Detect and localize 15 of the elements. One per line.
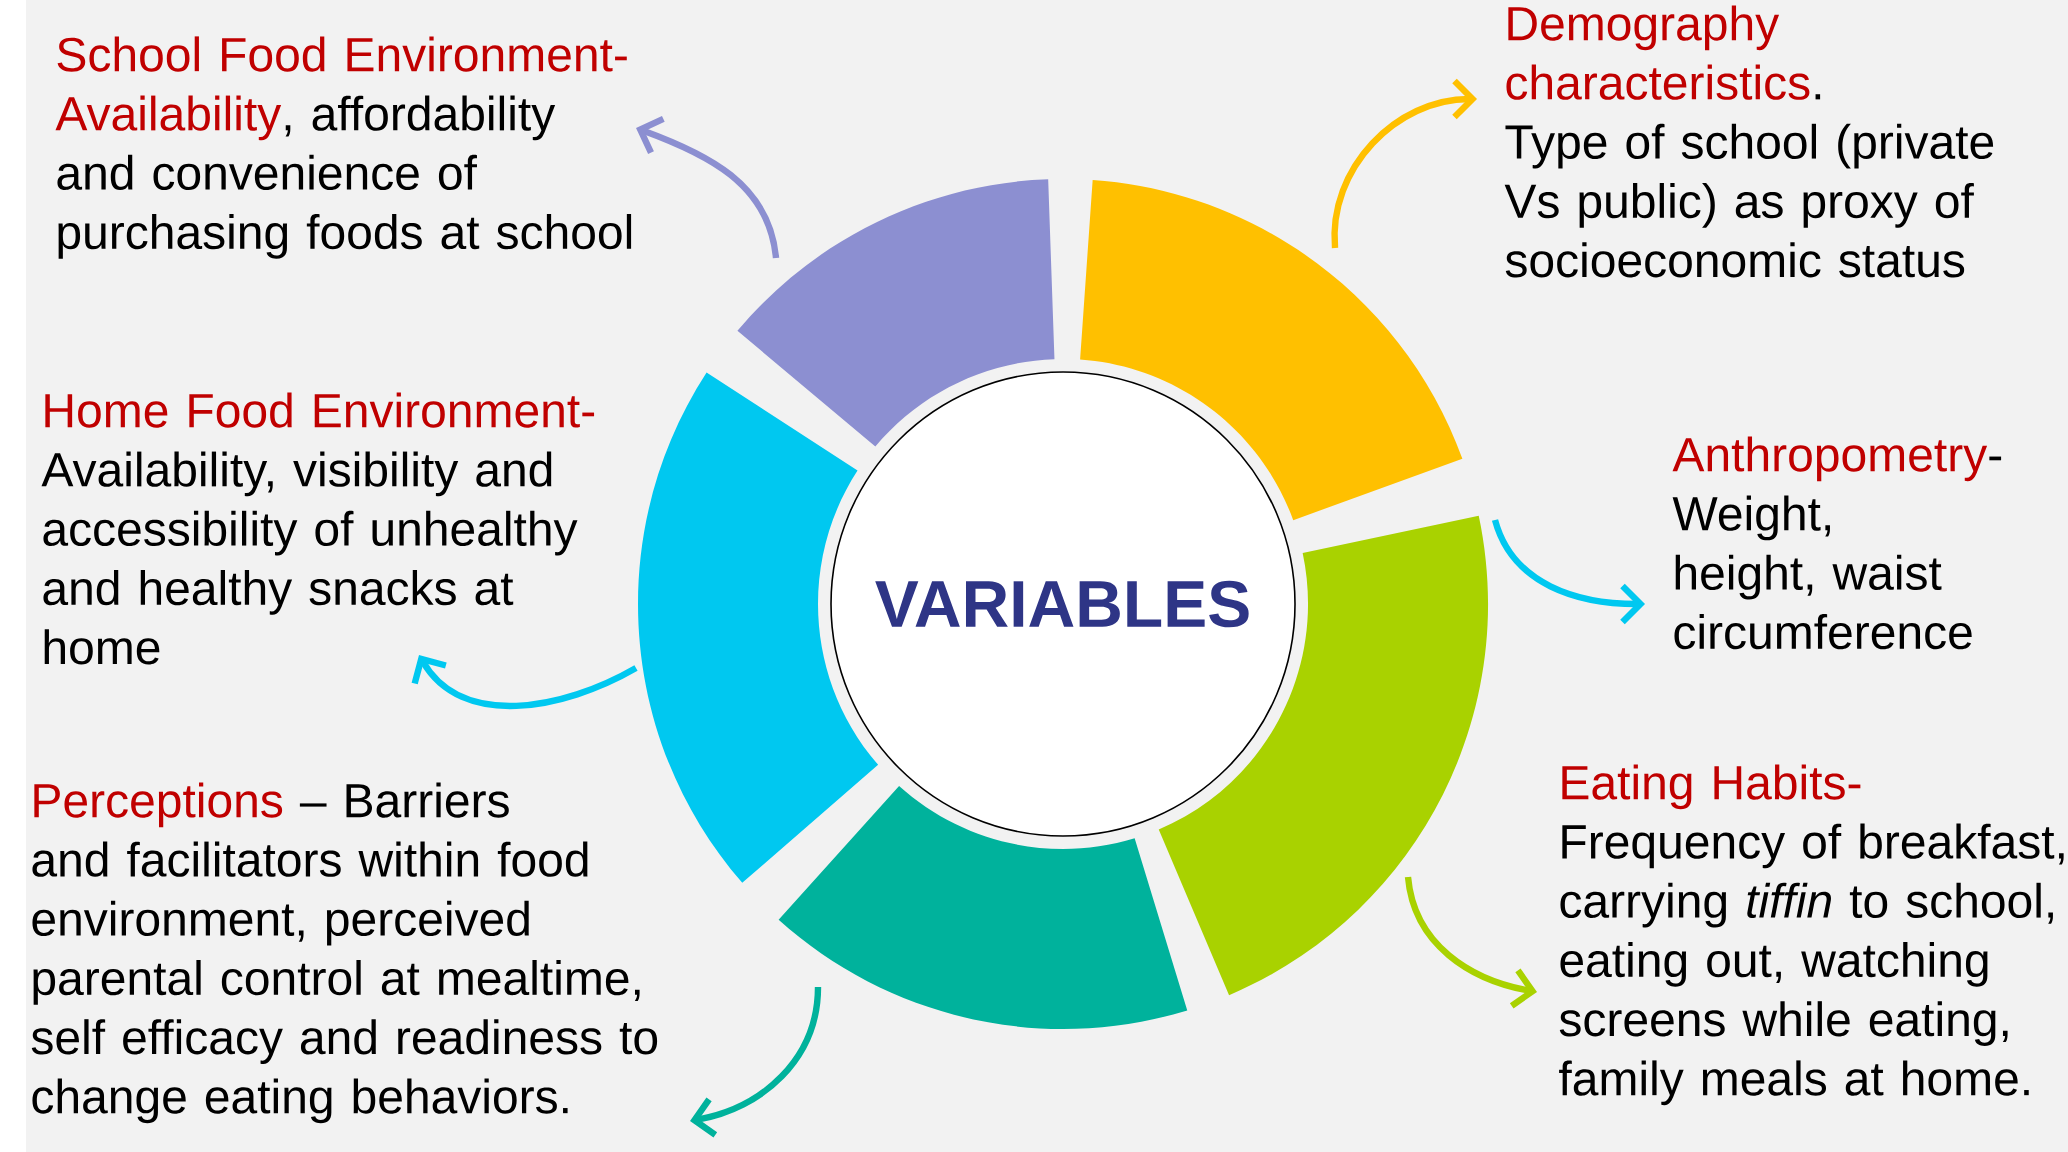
variable-description: Perceptions – Barriers and facilitators within food environment, perceived parental control at mealtime, self efficacy and readiness to change eating behaviors. xyxy=(31,782,658,1124)
variable-description: Eating Habits- Frequency of breakfast, carrying tiffin to school, eating out, watching screens while eating, family meals at home. xyxy=(1559,764,2064,1106)
ring-segment xyxy=(1080,180,1463,521)
variable-description: School Food Environment- Availability, affordability and convenience of purchasing foods at school xyxy=(55,36,632,259)
curved-arrow xyxy=(1331,78,1477,249)
curved-arrow xyxy=(1492,518,1645,625)
curved-arrow xyxy=(636,115,780,259)
variable-description: Demography characteristics. Type of school (private Vs public) as proxy of socioeconomic status xyxy=(1504,5,1994,278)
ring-segment xyxy=(778,786,1188,1029)
variable-description: Anthropometry- Weight, height, waist circumference xyxy=(1672,436,2002,650)
ring-segment xyxy=(737,179,1055,447)
variable-description: Home Food Environment- Availability, visibility and accessibility of unhealthy and healthy snacks at home xyxy=(41,392,595,665)
curved-arrow xyxy=(690,986,822,1138)
curved-arrow xyxy=(411,655,638,709)
curved-arrow xyxy=(1404,876,1537,1009)
